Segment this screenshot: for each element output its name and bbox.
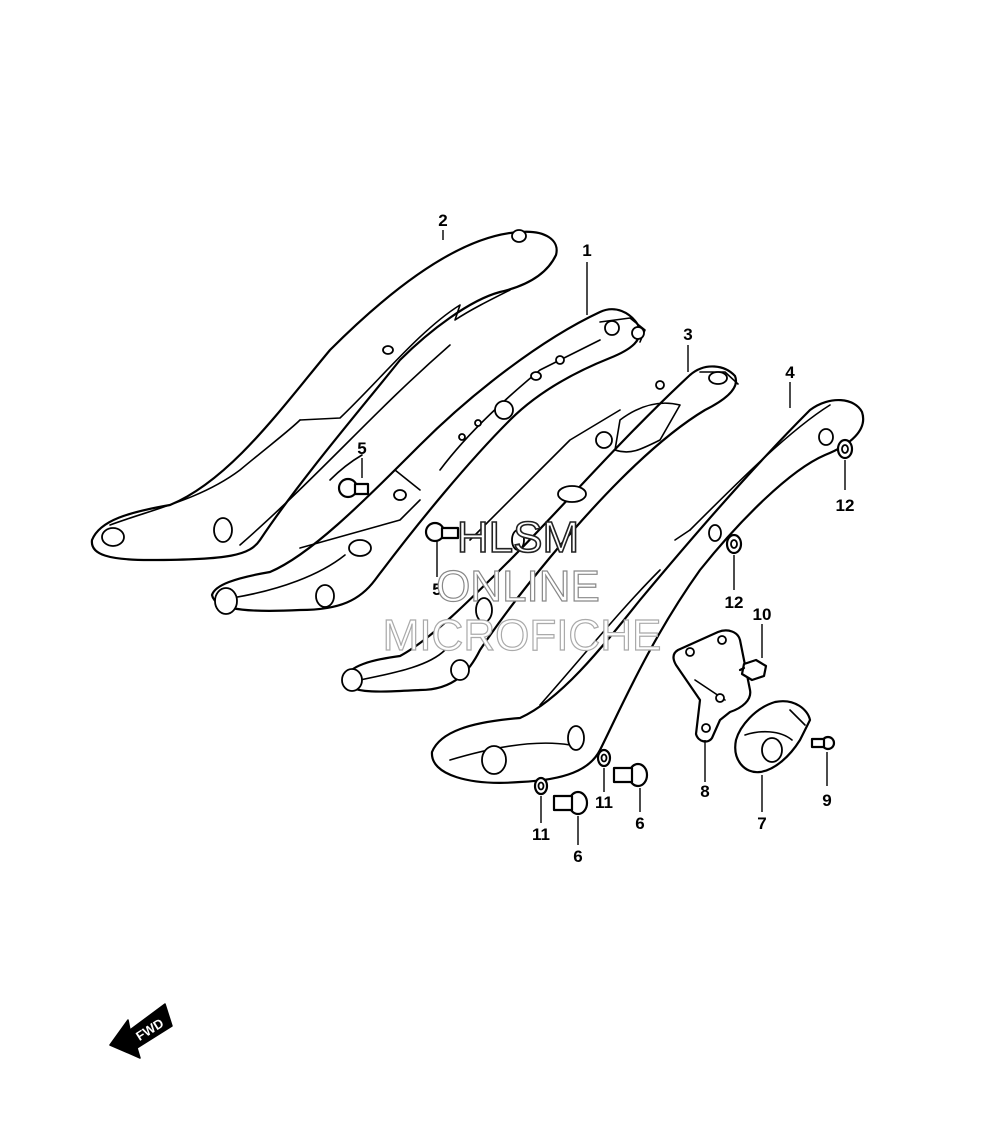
part-11-washer-right[interactable] — [596, 748, 612, 768]
callout-2: 2 — [438, 211, 447, 230]
callout-12-lower: 12 — [725, 593, 744, 612]
watermark: HLSM ONLINE MICROFICHE — [382, 512, 662, 660]
watermark-line-3: MICROFICHE — [383, 611, 662, 660]
part-3-inner-frame[interactable] — [341, 365, 739, 693]
callout-6-left: 6 — [573, 847, 582, 866]
watermark-line-1: HLSM — [457, 513, 579, 562]
part-5-bolt-upper[interactable] — [337, 477, 370, 499]
callout-8: 8 — [700, 782, 709, 801]
leader-lines — [361, 230, 846, 845]
part-11-washer-left[interactable] — [533, 776, 549, 796]
part-6-bolt-right[interactable] — [612, 762, 649, 788]
part-8-bracket[interactable] — [672, 629, 752, 743]
part-4-frame-cover[interactable] — [430, 398, 865, 784]
part-9-screw[interactable] — [810, 735, 836, 751]
callout-9: 9 — [822, 791, 831, 810]
callout-4: 4 — [785, 363, 795, 382]
part-12-washer-lower[interactable] — [725, 533, 743, 555]
callout-1: 1 — [582, 241, 591, 260]
watermark-line-2: ONLINE — [436, 562, 600, 611]
fwd-arrow-icon: FWD — [109, 1003, 173, 1059]
callout-11-left: 11 — [532, 825, 550, 844]
callout-3: 3 — [683, 325, 692, 344]
part-5-bolt-lower[interactable] — [424, 521, 460, 543]
callout-5-upper: 5 — [357, 439, 366, 458]
part-12-washer-upper[interactable] — [836, 438, 854, 460]
part-2-frame-cover[interactable] — [90, 229, 558, 562]
callout-11-right: 11 — [595, 793, 613, 812]
part-1-inner-frame[interactable] — [210, 308, 646, 615]
part-6-bolt-left[interactable] — [552, 790, 589, 816]
part-7-cushion[interactable] — [734, 700, 812, 774]
part-10-bolt[interactable] — [738, 658, 768, 682]
callout-12-upper: 12 — [836, 496, 855, 515]
callout-6-right: 6 — [635, 814, 644, 833]
callout-10: 10 — [753, 605, 772, 624]
callout-7: 7 — [757, 814, 766, 833]
callout-5-lower: 5 — [432, 580, 441, 599]
